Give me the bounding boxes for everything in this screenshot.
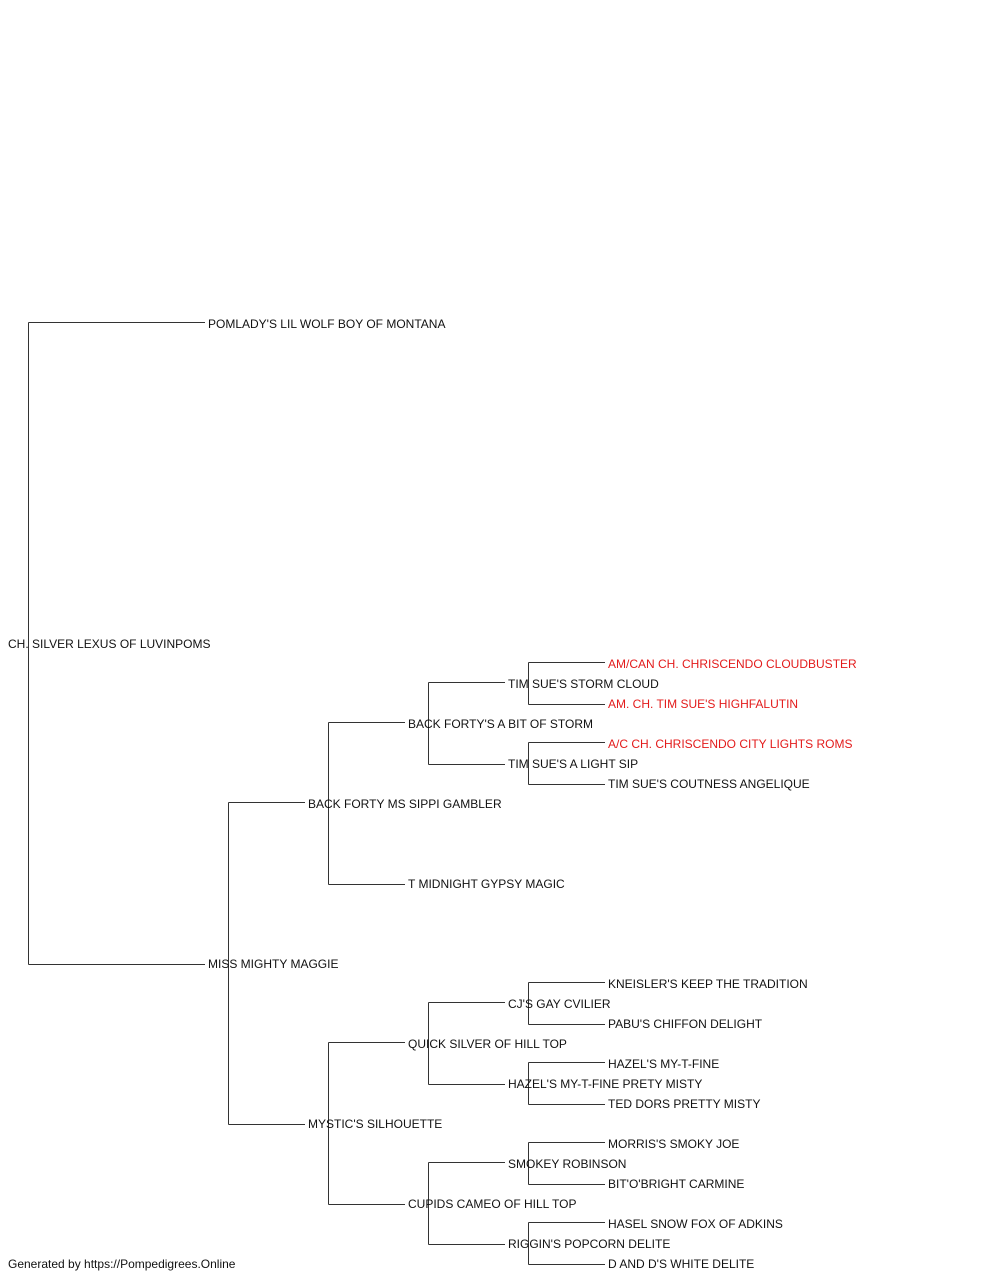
dam-dam-sire-name[interactable]: QUICK SILVER OF HILL TOP <box>408 1037 567 1051</box>
dam-dam-sire-dam-sire-name[interactable]: HAZEL'S MY-T-FINE <box>608 1057 720 1071</box>
dam-dam-dam-dam-dam-name[interactable]: D AND D'S WHITE DELITE <box>608 1257 755 1271</box>
dam-dam-dam-sire-dam-name[interactable]: BIT'O'BRIGHT CARMINE <box>608 1177 745 1191</box>
dam-dam-sire-dam-name[interactable]: HAZEL'S MY-T-FINE PRETY MISTY <box>508 1077 703 1091</box>
dam-dam-dam-sire-sire-name[interactable]: MORRIS'S SMOKY JOE <box>608 1137 740 1151</box>
dam-dam-name[interactable]: MYSTIC'S SILHOUETTE <box>308 1117 443 1131</box>
dam-sire-sire-dam-sire-name[interactable]: A/C CH. CHRISCENDO CITY LIGHTS ROMS <box>608 737 853 751</box>
dam-sire-sire-name[interactable]: BACK FORTY'S A BIT OF STORM <box>408 717 593 731</box>
dam-dam-dam-name[interactable]: CUPIDS CAMEO OF HILL TOP <box>408 1197 577 1211</box>
dam-sire-dam-name[interactable]: T MIDNIGHT GYPSY MAGIC <box>408 877 565 891</box>
dam-sire-sire-sire-dam-name[interactable]: AM. CH. TIM SUE'S HIGHFALUTIN <box>608 697 799 711</box>
dam-dam-dam-sire-name[interactable]: SMOKEY ROBINSON <box>508 1157 627 1171</box>
dam-sire-sire-dam-dam-name[interactable]: TIM SUE'S COUTNESS ANGELIQUE <box>608 777 810 791</box>
generated-by-footer: Generated by https://Pompedigrees.Online <box>8 1257 236 1271</box>
sire-name[interactable]: POMLADY'S LIL WOLF BOY OF MONTANA <box>208 317 446 331</box>
dam-dam-sire-sire-name[interactable]: CJ'S GAY CVILIER <box>508 997 611 1011</box>
dam-dam-dam-dam-name[interactable]: RIGGIN'S POPCORN DELITE <box>508 1237 671 1251</box>
dam-dam-sire-dam-dam-name[interactable]: TED DORS PRETTY MISTY <box>608 1097 761 1111</box>
dam-dam-sire-sire-sire-name[interactable]: KNEISLER'S KEEP THE TRADITION <box>608 977 808 991</box>
subject-dog-name[interactable]: CH. SILVER LEXUS OF LUVINPOMS <box>8 637 211 651</box>
dam-dam-sire-sire-dam-name[interactable]: PABU'S CHIFFON DELIGHT <box>608 1017 763 1031</box>
dam-dam-dam-dam-sire-name[interactable]: HASEL SNOW FOX OF ADKINS <box>608 1217 783 1231</box>
dam-sire-name[interactable]: BACK FORTY MS SIPPI GAMBLER <box>308 797 502 811</box>
dam-sire-sire-sire-sire-name[interactable]: AM/CAN CH. CHRISCENDO CLOUDBUSTER <box>608 657 857 671</box>
dam-sire-sire-dam-name[interactable]: TIM SUE'S A LIGHT SIP <box>508 757 639 771</box>
dam-sire-sire-sire-name[interactable]: TIM SUE'S STORM CLOUD <box>508 677 659 691</box>
dam-name[interactable]: MISS MIGHTY MAGGIE <box>208 957 339 971</box>
